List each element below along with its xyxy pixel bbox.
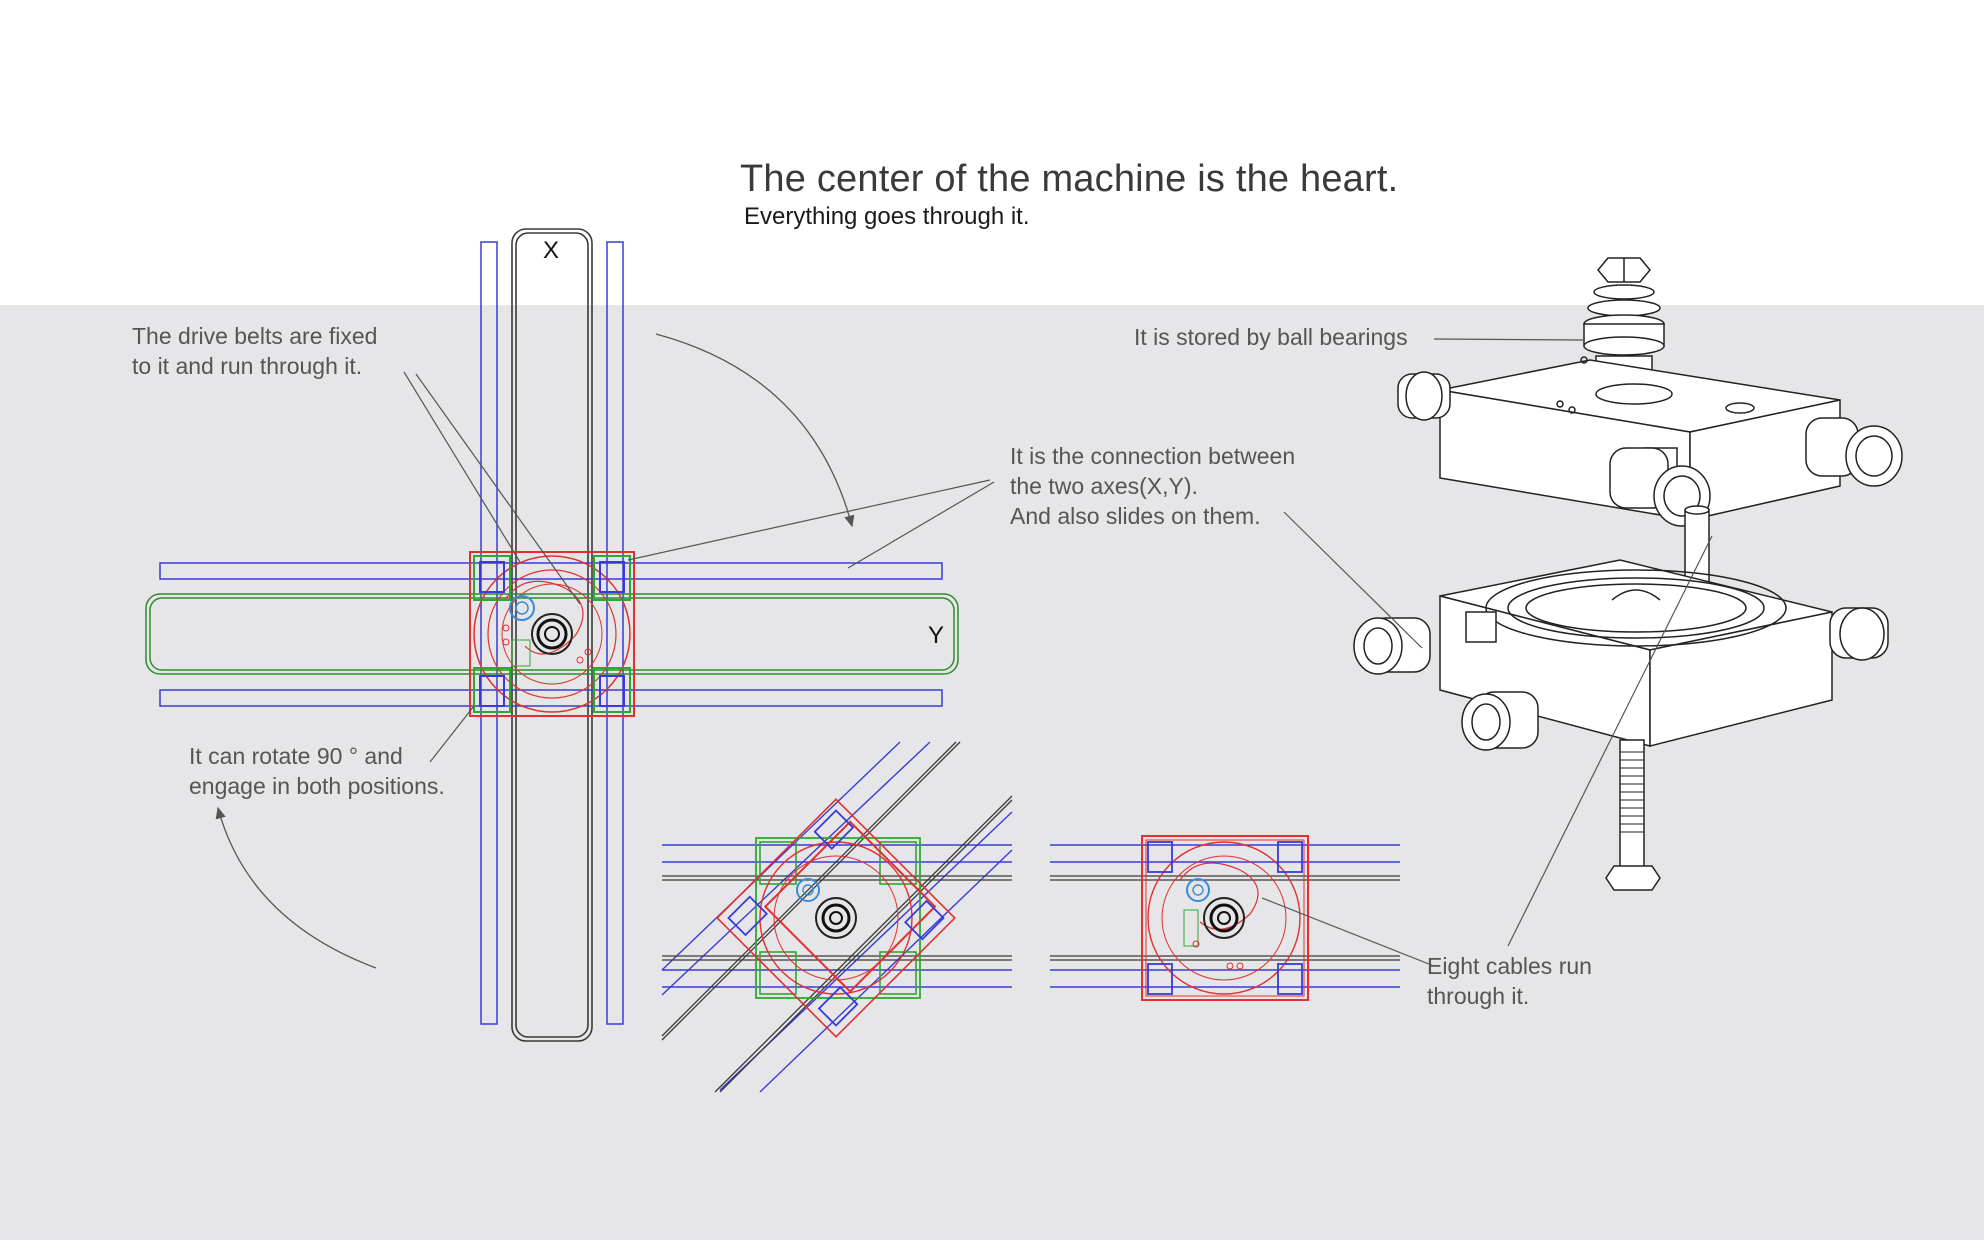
upper-rollers: [1397, 371, 1903, 527]
x-beam: [511, 228, 593, 1042]
x-rails: [480, 241, 624, 1025]
x-axis-label: X: [543, 237, 560, 264]
annotation-cables: Eight cables run through it.: [1427, 953, 1592, 1009]
rotated-view-assembly: [661, 741, 1013, 1093]
leader-lines: [403, 338, 1713, 967]
lower-rollers: [1353, 607, 1889, 751]
y-axis-label: Y: [928, 622, 945, 649]
page-subtitle: Everything goes through it.: [744, 203, 1030, 230]
top-view-assembly: [145, 228, 959, 1042]
engaged-view-assembly: [1050, 835, 1400, 1001]
annotation-connection: It is the connection between the two axe…: [1010, 443, 1296, 529]
y-beam: [145, 593, 959, 675]
center-carriage: [469, 551, 635, 717]
page-title: The center of the machine is the heart.: [740, 158, 1399, 200]
rotation-arrows: [215, 333, 855, 969]
exploded-3d-view: [1353, 257, 1903, 891]
annotation-ball-bearings: It is stored by ball bearings: [1134, 324, 1408, 350]
annotation-rotate: It can rotate 90 ° and engage in both po…: [189, 743, 445, 799]
annotation-drive-belts: The drive belts are fixed to it and run …: [132, 323, 378, 379]
